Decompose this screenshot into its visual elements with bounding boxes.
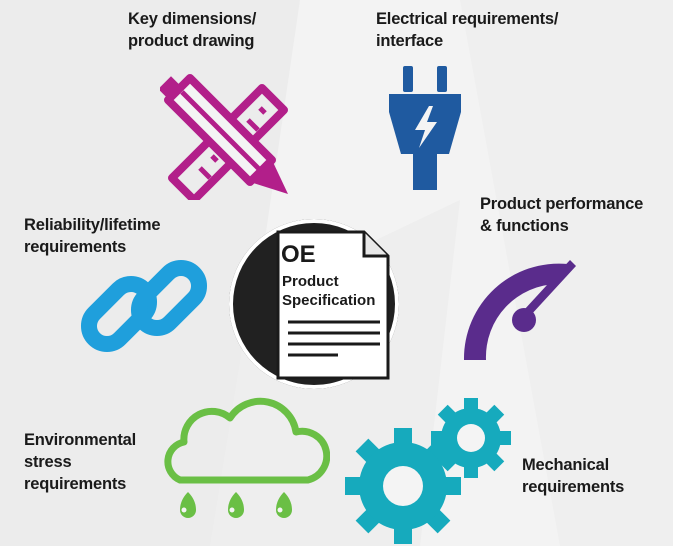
electrical-line1: Electrical requirements/ [376,10,559,28]
center-line1: Product [282,273,339,290]
key-dimensions-line1: Key dimensions/ [128,10,257,28]
chain-link-icon [80,259,208,353]
plug-icon [389,66,461,190]
pencil-ruler-icon [160,74,288,200]
gauge-icon [463,260,576,360]
environmental-line2: stress [24,453,72,471]
environmental-line1: Environmental [24,431,137,449]
environmental-label: Environmental stress requirements [24,429,136,495]
mechanical-line1: Mechanical [522,456,609,474]
reliability-label: Reliability/lifetime requirements [24,214,160,258]
center-title: OE [281,241,316,268]
key-dimensions-label: Key dimensions/ product drawing [128,8,256,52]
performance-line1: Product performance [480,195,644,213]
document-icon [276,230,390,380]
performance-line2: & functions [480,217,569,235]
center-line2: Specification [282,292,376,309]
key-dimensions-line2: product drawing [128,32,255,50]
cloud-rain-icon [164,397,330,518]
electrical-line2: interface [376,32,443,50]
mechanical-line2: requirements [522,478,625,496]
performance-label: Product performance & functions [480,193,643,237]
environmental-line3: requirements [24,475,127,493]
gears-icon [345,398,511,544]
electrical-label: Electrical requirements/ interface [376,8,558,52]
reliability-line2: requirements [24,238,127,256]
mechanical-label: Mechanical requirements [522,454,624,498]
reliability-line1: Reliability/lifetime [24,216,161,234]
